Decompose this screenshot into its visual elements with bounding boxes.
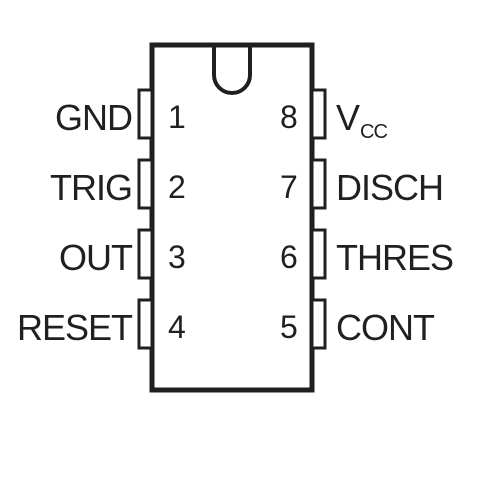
pin-8-name-main: V: [336, 97, 360, 138]
pin-6-name: THRES: [336, 237, 453, 278]
pin-5-name: CONT: [336, 307, 435, 348]
pin-stub-2: [137, 158, 154, 210]
pin-stub-5: [310, 298, 327, 350]
pin-6-number: 6: [280, 239, 298, 275]
pin-4-number: 4: [168, 309, 186, 345]
pin-3-name: OUT: [59, 237, 133, 278]
pin-2-name: TRIG: [50, 167, 132, 208]
pin-3-number: 3: [168, 239, 186, 275]
pin-7-number: 7: [280, 169, 298, 205]
pin-5-number: 5: [280, 309, 298, 345]
pin-8-number: 8: [280, 99, 298, 135]
pin-1-name: GND: [55, 97, 132, 138]
pin-4-name: RESET: [17, 307, 133, 348]
pin-8-name: VCC: [336, 97, 387, 143]
pin-stub-1: [137, 88, 154, 140]
pin-1-number: 1: [168, 99, 186, 135]
pin-stub-4: [137, 298, 154, 350]
pin-8-name-subscript: CC: [360, 121, 387, 143]
chip-body: [149, 42, 315, 393]
pin-2-number: 2: [168, 169, 186, 205]
pin-stub-7: [310, 158, 327, 210]
orientation-notch: [212, 45, 252, 95]
pin-stub-3: [137, 228, 154, 280]
pin-stub-8: [310, 88, 327, 140]
pin-7-name: DISCH: [336, 167, 443, 208]
pin-stub-6: [310, 228, 327, 280]
